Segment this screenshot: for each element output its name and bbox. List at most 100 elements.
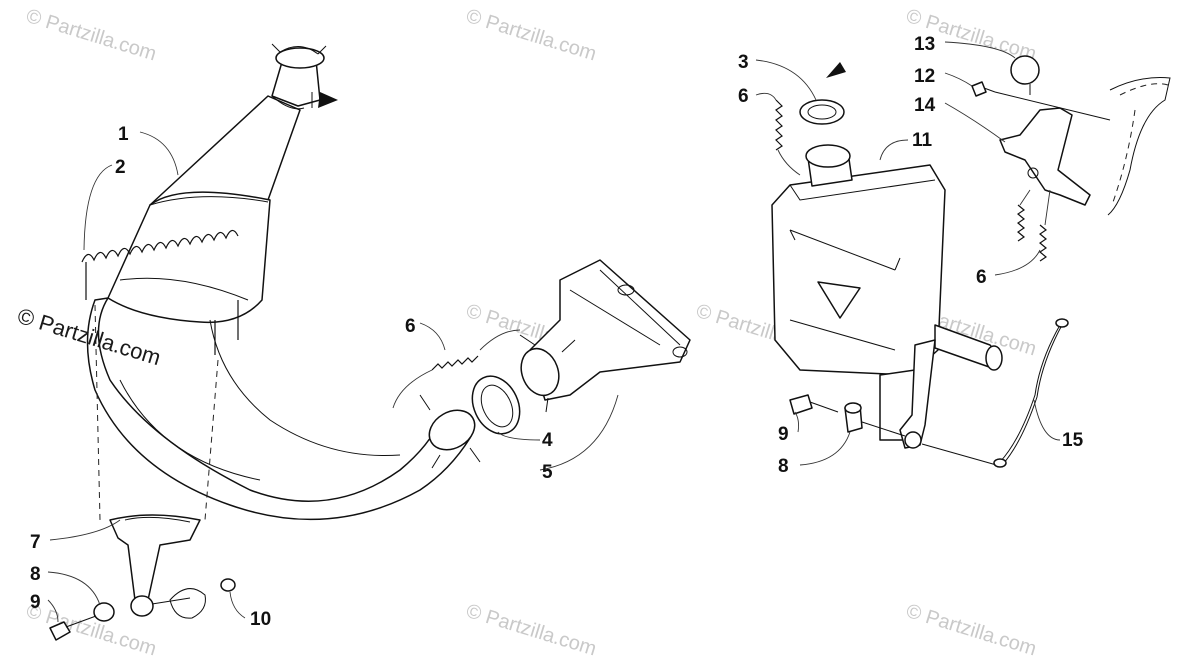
- assembly-line-right: [861, 421, 1001, 467]
- callout-6-canister: 6: [738, 86, 749, 107]
- mounting-bracket: [999, 107, 1091, 206]
- hanger-bracket: [109, 514, 201, 609]
- callout-15: 15: [1062, 430, 1084, 451]
- canister-triangle-mark: [817, 281, 861, 319]
- callout-6-bracket: 6: [976, 267, 987, 288]
- direction-arrow-left: [318, 92, 338, 108]
- manifold-bolt-hole: [672, 346, 688, 358]
- ground-strap: [999, 324, 1061, 463]
- grommet-left: [93, 602, 115, 622]
- callout-12: 12: [914, 66, 935, 87]
- hanger-guide-left: [94, 304, 101, 521]
- muffler-cone: [149, 95, 301, 206]
- manifold-contour: [569, 269, 681, 346]
- cone-seam: [271, 95, 305, 110]
- hanger-guide-right: [204, 359, 219, 521]
- leader-5: [539, 394, 619, 471]
- pipe-contour: [209, 319, 401, 457]
- spring-bracket-left: [1016, 204, 1026, 242]
- seal-ring: [471, 375, 521, 435]
- callout-10: 10: [250, 609, 271, 630]
- leader-13: [944, 41, 1016, 59]
- strap-eye: [904, 431, 922, 449]
- seal-ring-inner: [480, 384, 514, 428]
- leader-4: [497, 431, 541, 441]
- gasket-inner: [807, 104, 837, 120]
- spring-canister-hook: [777, 149, 801, 176]
- callout-8-right: 8: [778, 456, 789, 477]
- bolt-head: [49, 621, 71, 641]
- washer-outline: [169, 588, 206, 619]
- leader-2: [83, 164, 113, 251]
- callout-1: 1: [118, 124, 129, 145]
- exhaust-manifold: [529, 259, 691, 401]
- bolt-shaft: [65, 615, 97, 628]
- screw-head: [971, 81, 987, 97]
- muffler-body: [107, 191, 271, 324]
- manifold-outlet: [520, 347, 560, 397]
- pipe-flange: [428, 409, 476, 451]
- direction-arrow-right: [826, 62, 846, 78]
- gasket: [799, 99, 845, 125]
- frame-hatching: [1111, 83, 1169, 206]
- leader-8-left: [47, 571, 101, 606]
- screw-guide-line: [994, 91, 1111, 121]
- grommet-right: [130, 595, 154, 617]
- callout-9-right: 9: [778, 424, 789, 445]
- manifold-bolt-hole: [617, 284, 635, 296]
- callout-11: 11: [912, 130, 933, 151]
- pipe-contour-lower: [119, 379, 261, 481]
- callout-6-left: 6: [405, 316, 416, 337]
- leader-9-right: [794, 411, 800, 433]
- rubber-knob: [1010, 55, 1040, 85]
- grommet-top: [844, 402, 862, 414]
- frame-edge: [1107, 77, 1171, 216]
- bracket-hole: [1027, 167, 1039, 179]
- canister-ribs: [789, 229, 901, 351]
- leader-11: [879, 139, 909, 161]
- leader-9-left: [47, 599, 59, 623]
- ground-strap-edge: [1002, 324, 1063, 465]
- spring-canister: [775, 99, 783, 151]
- spring-bracket-hooks: [1019, 189, 1051, 226]
- leader-14: [944, 102, 1006, 143]
- leader-8-right: [799, 431, 851, 466]
- nut: [220, 578, 236, 592]
- callout-2: 2: [115, 157, 126, 178]
- leader-7: [49, 519, 121, 541]
- callout-7: 7: [30, 532, 41, 553]
- screw-shaft: [983, 87, 996, 93]
- callout-9-left: 9: [30, 592, 41, 613]
- manifold-hooks: [519, 334, 576, 413]
- callout-5: 5: [542, 462, 553, 483]
- body-seam: [119, 196, 269, 301]
- bolt-shaft-right: [809, 401, 839, 413]
- bracket-lip: [124, 516, 191, 523]
- retainer-springs-top: [81, 229, 239, 263]
- inlet-opening: [275, 47, 325, 69]
- leader-3: [755, 59, 817, 101]
- leader-6-canister: [755, 92, 777, 101]
- callout-13: 13: [914, 34, 935, 55]
- spring-left-hooks: [392, 329, 521, 409]
- canister-inlet: [805, 144, 851, 168]
- spring-legs: [85, 262, 239, 355]
- spring-left: [431, 355, 479, 371]
- leader-6-bracket: [994, 249, 1041, 276]
- inlet-clamp: [271, 43, 327, 55]
- leader-6-left: [419, 322, 446, 351]
- bolt-head-right: [789, 394, 813, 415]
- callout-14: 14: [914, 95, 936, 116]
- callout-8-left: 8: [30, 564, 41, 585]
- canister-top-edge: [789, 179, 936, 201]
- leader-10: [229, 591, 246, 619]
- assembly-line: [151, 597, 191, 605]
- callout-3: 3: [738, 52, 749, 73]
- leader-1: [139, 131, 179, 176]
- leader-15: [1033, 399, 1061, 441]
- spring-bracket-right: [1038, 224, 1048, 262]
- flange-hooks: [419, 394, 481, 469]
- outlet-opening: [985, 345, 1003, 371]
- callout-4: 4: [542, 430, 553, 451]
